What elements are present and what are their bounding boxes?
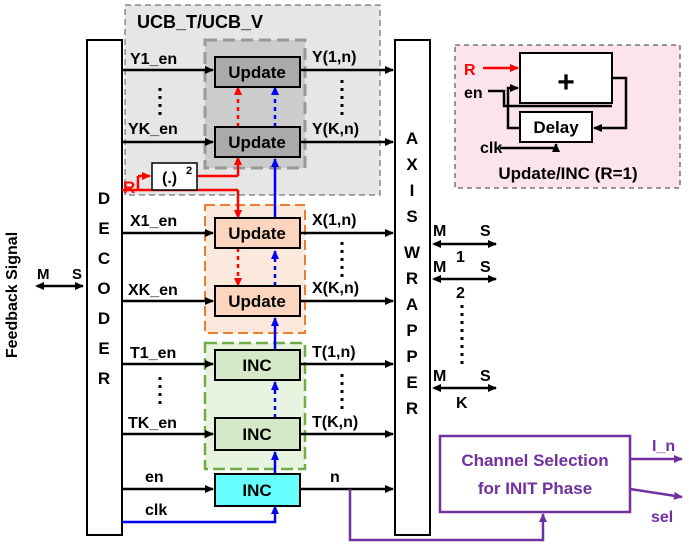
decoder-letter: D [98, 309, 110, 328]
inc-label: INC [242, 356, 271, 375]
sel-label: sel [651, 509, 673, 526]
yk-out-label: Y(K,n) [312, 121, 359, 138]
update-label: Update [228, 133, 286, 152]
n-to-channel-selection-arrow [348, 489, 547, 542]
square-function-box [151, 162, 198, 191]
wrapper-letter: A [406, 295, 418, 314]
sel-output-arrow [629, 487, 683, 500]
legend-delay-to-adder [506, 84, 520, 130]
r-label: R [123, 178, 135, 197]
inc-block-counter [214, 473, 301, 507]
legend-r-label: R [464, 62, 476, 79]
port-1-number: 1 [456, 249, 465, 266]
channel-selection-line1: Channel Selection [461, 451, 608, 470]
update-block-xk [214, 285, 301, 317]
wrapper-letter: E [406, 373, 417, 392]
clk-to-counter-arrow [122, 505, 279, 524]
i-n-label: I_n [652, 438, 675, 455]
counter-out-label: n [330, 469, 340, 486]
legend-caption: Update/INC (R=1) [498, 164, 637, 183]
update-label: Update [228, 224, 286, 243]
update-block-yk [214, 126, 301, 158]
port-k-number: K [456, 395, 468, 412]
wrapper-letter: P [406, 347, 417, 366]
legend-plus-sign: + [557, 66, 575, 99]
decoder-letter: E [98, 339, 109, 358]
x1-out-label: X(1,n) [312, 212, 356, 229]
update-label: Update [228, 292, 286, 311]
axis-wrapper-block [394, 39, 431, 536]
feedback-s-label: S [72, 266, 82, 283]
xk-out-label: X(K,n) [312, 280, 359, 297]
inc-label: INC [242, 425, 271, 444]
port-k-s-label: S [480, 368, 491, 385]
inc-label: INC [242, 481, 271, 500]
legend-adder-to-delay [593, 76, 628, 132]
feedback-m-label: M [37, 266, 50, 283]
wrapper-letter: S [406, 207, 417, 226]
counter-clk-label: clk [145, 502, 167, 519]
legend-en-label: en [464, 85, 483, 102]
port-2-s-label: S [480, 259, 491, 276]
channel-selection-box [438, 434, 632, 514]
legend-clk-label: clk [480, 140, 502, 157]
update-label: Update [228, 63, 286, 82]
square-exponent: 2 [186, 165, 192, 177]
port-1-s-label: S [480, 223, 491, 240]
counter-en-label: en [145, 469, 164, 486]
update-block-y1 [214, 56, 301, 88]
t1-en-label: T1_en [130, 345, 176, 362]
wrapper-letter: W [404, 243, 421, 262]
decoder-letter: R [98, 369, 110, 388]
tk-out-label: T(K,n) [312, 414, 358, 431]
legend-delay-label: Delay [533, 118, 579, 137]
wrapper-letter: R [406, 399, 418, 418]
inc-block-tk [214, 417, 301, 451]
port-k-m-label: M [433, 368, 446, 385]
decoder-letter: O [97, 279, 110, 298]
wrapper-letter: I [410, 181, 415, 200]
y1-en-label: Y1_en [130, 51, 177, 68]
ucb-group-title: UCB_T/UCB_V [137, 12, 263, 32]
port-2-number: 2 [456, 285, 465, 302]
port-2-m-label: M [433, 259, 446, 276]
tk-en-label: TK_en [128, 415, 177, 432]
decoder-block [86, 39, 123, 536]
x1-en-label: X1_en [130, 213, 177, 230]
wrapper-letter: A [406, 129, 418, 148]
update-block-x1 [214, 217, 301, 249]
wrapper-letter: P [406, 321, 417, 340]
legend-adder-box [519, 52, 613, 104]
decoder-letter: C [98, 249, 110, 268]
wrapper-letter: R [406, 269, 418, 288]
decoder-letter: E [98, 219, 109, 238]
wrapper-letter: X [406, 155, 418, 174]
yk-en-label: YK_en [128, 121, 178, 138]
square-label: (.) [162, 170, 177, 187]
xk-en-label: XK_en [128, 282, 178, 299]
legend-clk-arrow [500, 143, 560, 152]
feedback-signal-label: Feedback Signal [4, 232, 21, 358]
y1-out-label: Y(1,n) [312, 49, 356, 66]
channel-selection-line2: for INIT Phase [478, 479, 592, 498]
inc-block-t1 [214, 349, 301, 381]
t1-out-label: T(1,n) [312, 344, 356, 361]
port-1-m-label: M [433, 223, 446, 240]
decoder-letter: D [98, 189, 110, 208]
legend-en-line [488, 89, 612, 108]
